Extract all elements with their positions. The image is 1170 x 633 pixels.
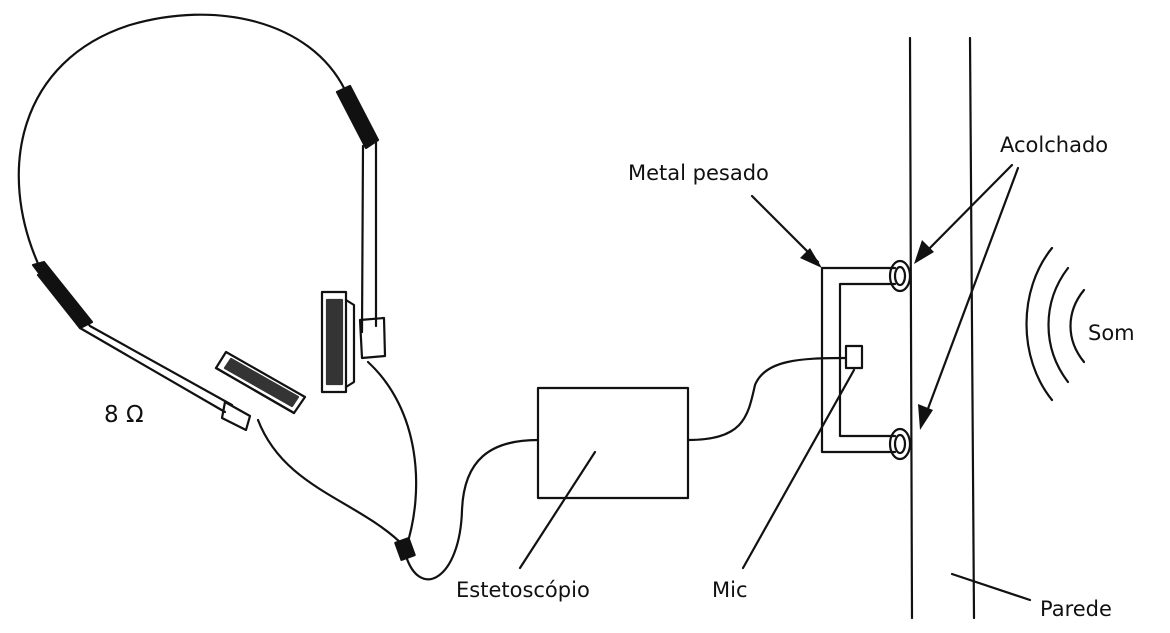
arrow-acolchado-top xyxy=(918,163,1014,260)
label-mic: Mic xyxy=(712,578,748,602)
label-som: Som xyxy=(1088,321,1135,345)
label-metal-pesado: Metal pesado xyxy=(628,161,769,185)
right-earphone xyxy=(320,290,356,394)
leader-mic xyxy=(741,368,856,570)
label-ohm: 8 Ω xyxy=(104,402,144,428)
microphone xyxy=(844,344,864,370)
cable-headphone-to-box xyxy=(404,438,540,581)
wall-line-right xyxy=(968,36,976,620)
arrowhead-acolchado-bottom xyxy=(918,404,933,430)
label-acolchado: Acolchado xyxy=(1000,133,1108,157)
left-arm xyxy=(42,264,234,407)
right-slider xyxy=(335,84,380,150)
leader-parede xyxy=(950,572,1032,602)
headband xyxy=(17,13,347,270)
cable-box-to-mic xyxy=(686,356,848,442)
padding-bottom xyxy=(888,427,912,461)
label-parede: Parede xyxy=(1040,597,1112,621)
arrow-acolchado-bottom xyxy=(921,166,1020,424)
wall-line-left xyxy=(908,36,914,620)
headphones xyxy=(17,13,418,550)
arrowhead-metal-pesado xyxy=(800,248,822,268)
right-arm xyxy=(360,144,365,334)
right-cord xyxy=(366,360,418,550)
metal-bracket xyxy=(820,259,912,461)
padding-top xyxy=(888,259,912,293)
y-connector xyxy=(394,537,416,561)
arrowhead-acolchado-top xyxy=(914,240,934,264)
sound-waves xyxy=(1025,246,1086,402)
amplifier-box xyxy=(536,386,690,500)
left-earphone xyxy=(214,350,307,415)
label-estetoscopio: Estetoscópio xyxy=(456,578,590,602)
left-cord xyxy=(256,418,408,550)
leader-estetoscopio xyxy=(518,450,597,570)
